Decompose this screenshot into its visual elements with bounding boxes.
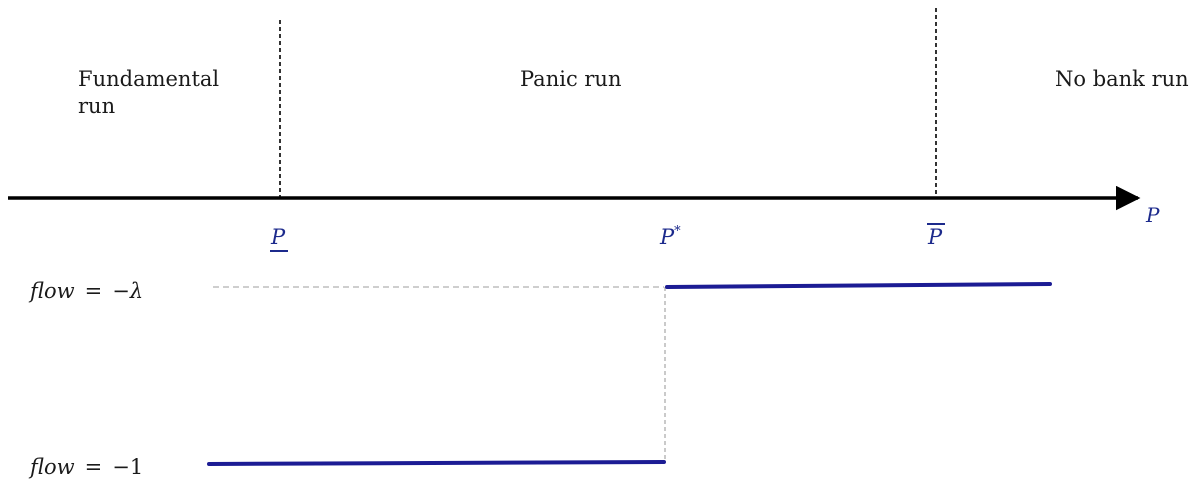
region-label-fundamental-line2: run <box>78 94 116 118</box>
region-label-fundamental-line1: Fundamental <box>78 67 220 91</box>
flow-label-low-lhs: flow <box>28 455 75 479</box>
p-star-base: P <box>659 225 675 249</box>
region-label-panic-run: Panic run <box>520 67 622 91</box>
flow-label-high: flow = −λ <box>28 279 143 303</box>
region-label-fundamental-run: Fundamental run <box>78 66 219 120</box>
flow-label-low: flow = −1 <box>28 455 143 479</box>
flow-label-low-eq: = <box>85 455 103 479</box>
region-label-no-bank-run: No bank run <box>1055 67 1189 91</box>
flow-label-high-rhs: −λ <box>112 279 143 303</box>
tick-label-p-star: P* <box>659 224 681 249</box>
flow-label-high-lhs: flow <box>28 279 75 303</box>
flow-segment-high <box>665 282 1052 289</box>
flow-segment-low <box>207 460 666 466</box>
p-star-superscript: * <box>674 224 681 239</box>
tick-label-p-lower: P <box>270 225 286 249</box>
flow-label-low-rhs: −1 <box>112 455 143 479</box>
axis-label-p: P <box>1145 203 1160 227</box>
flow-label-high-eq: = <box>85 279 103 303</box>
tick-label-p-upper: P <box>927 225 943 249</box>
